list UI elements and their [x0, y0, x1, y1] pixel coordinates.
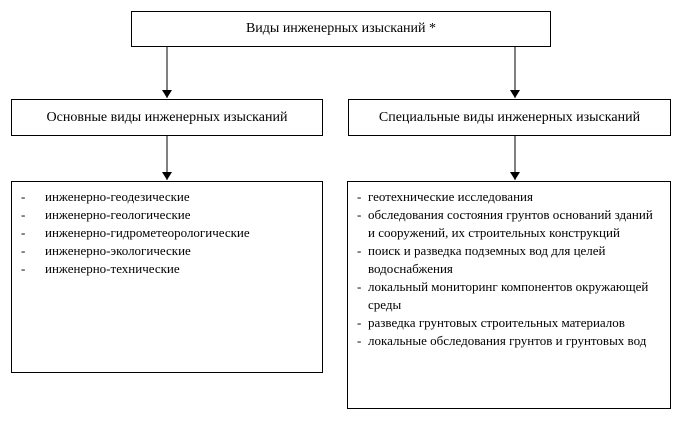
root-node-title: Виды инженерных изысканий * — [245, 21, 437, 36]
special-types-list-box: -геотехнические исследования -обследован… — [347, 181, 671, 409]
list-item: -инженерно-экологические — [21, 243, 191, 258]
list-item: -инженерно-геологические — [21, 207, 191, 222]
bullet-dash: - — [357, 279, 362, 294]
root-node-box: Виды инженерных изысканий * — [131, 11, 551, 47]
list-item: -обследования состояния грунтов основани… — [357, 207, 653, 240]
bullet-dash: - — [21, 261, 26, 276]
bullet-dash: - — [357, 189, 362, 204]
basic-types-list: -инженерно-геодезические -инженерно-геол… — [21, 188, 250, 278]
basic-types-box: Основные виды инженерных изысканий — [11, 99, 323, 136]
list-item: -локальные обследования грунтов и грунто… — [357, 333, 647, 348]
list-item: -инженерно-гидрометеорологические — [21, 225, 250, 240]
bullet-dash: - — [21, 189, 26, 204]
bullet-dash: - — [357, 207, 362, 222]
list-item: -разведка грунтовых строительных материа… — [357, 315, 625, 330]
basic-types-list-box: -инженерно-геодезические -инженерно-геол… — [11, 181, 323, 373]
bullet-dash: - — [21, 225, 26, 240]
list-item: -поиск и разведка подземных вод для целе… — [357, 243, 606, 276]
list-item: -локальный мониторинг компонентов окружа… — [357, 279, 649, 312]
list-item: -геотехнические исследования — [357, 189, 533, 204]
special-types-list: -геотехнические исследования -обследован… — [357, 188, 657, 350]
basic-types-title: Основные виды инженерных изысканий — [46, 109, 288, 125]
bullet-dash: - — [357, 243, 362, 258]
bullet-dash: - — [21, 207, 26, 222]
bullet-dash: - — [357, 333, 362, 348]
special-types-box: Специальные виды инженерных изысканий — [348, 99, 671, 136]
bullet-dash: - — [21, 243, 26, 258]
list-item: -инженерно-геодезические — [21, 189, 190, 204]
special-types-title: Специальные виды инженерных изысканий — [378, 109, 641, 125]
bullet-dash: - — [357, 315, 362, 330]
list-item: -инженерно-технические — [21, 261, 180, 276]
